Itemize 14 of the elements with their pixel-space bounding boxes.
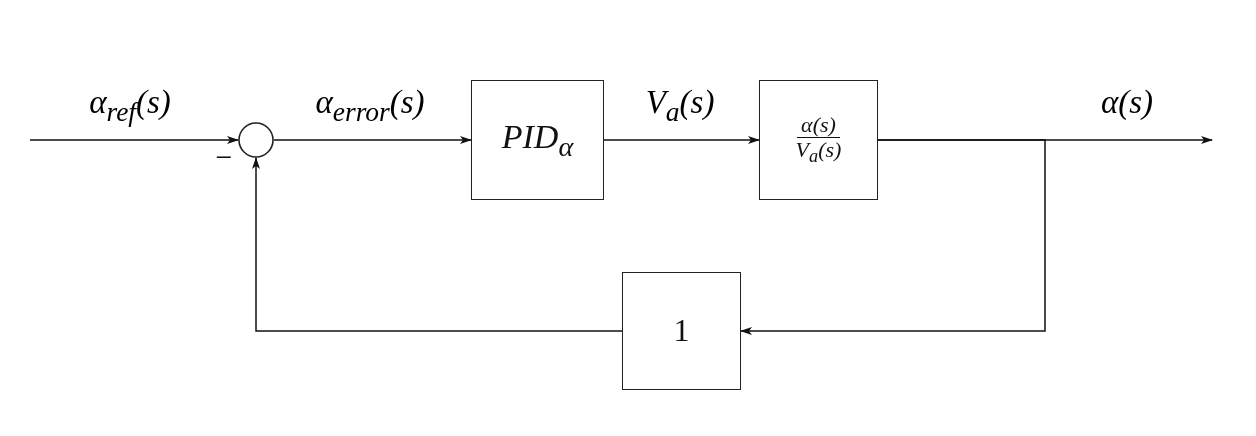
fraction-numerator: α(s): [797, 113, 840, 139]
block-box: [471, 80, 604, 200]
block-box: [759, 80, 878, 200]
signal-arrow: [740, 139, 1046, 335]
minus-sign: −: [214, 140, 234, 173]
signal-arrow: [603, 136, 760, 144]
signal-arrow: [252, 157, 623, 332]
summing-junction: [238, 122, 274, 158]
signal-arrow: [29, 136, 239, 144]
block-label: PID$_{α}$: [501, 118, 574, 162]
fraction-denominator: V$_{a}$(s): [794, 138, 843, 167]
signal-arrow: [273, 136, 472, 144]
block-box: [622, 272, 741, 390]
block-label: 1: [673, 313, 690, 349]
